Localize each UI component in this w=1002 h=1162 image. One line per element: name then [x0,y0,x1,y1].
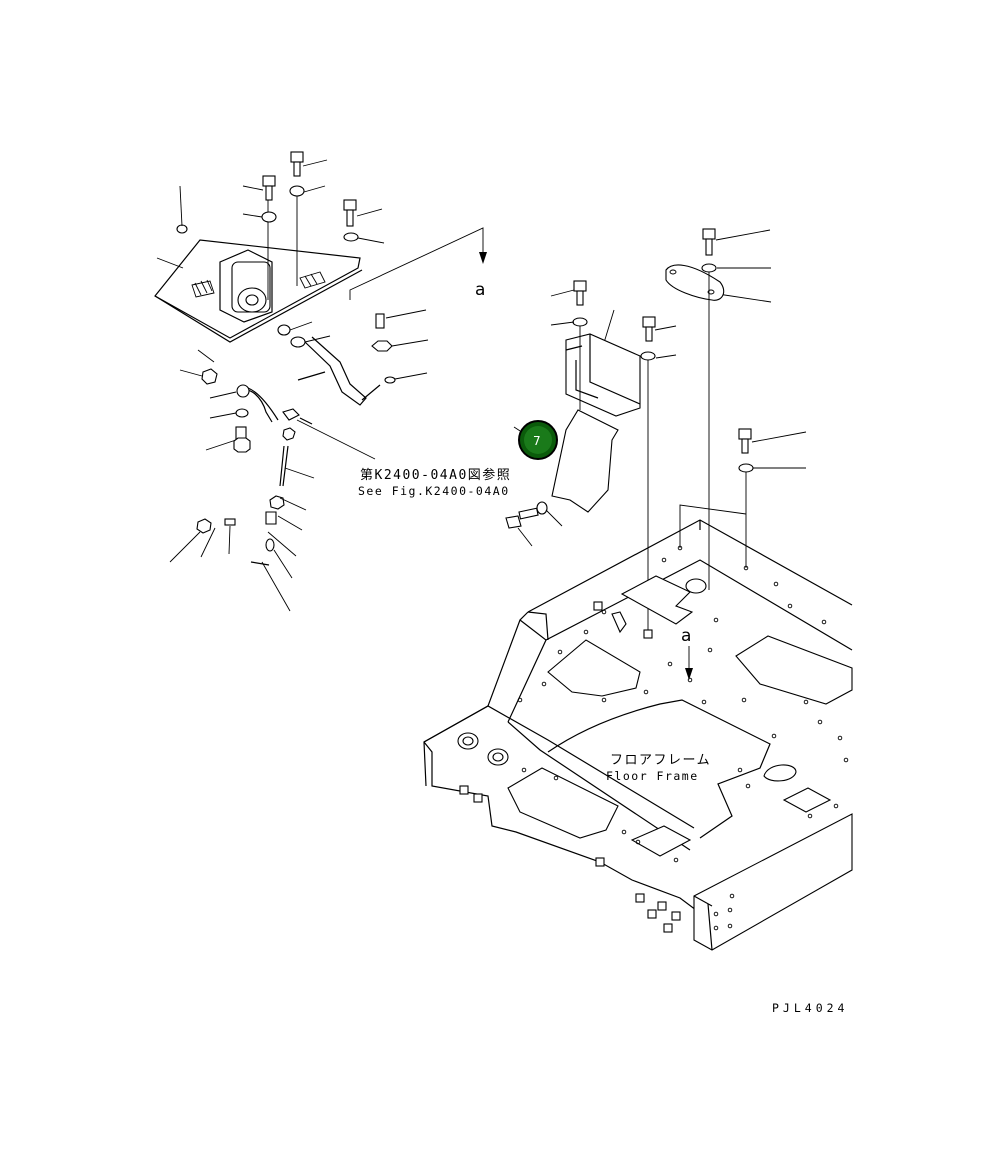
arrow-a-top [349,227,487,300]
callout-number: 7 [533,434,541,448]
arrow-a-bottom [685,646,693,680]
callout-badge: 7 [518,420,558,460]
left-assembly [154,151,429,612]
arrow-label-top: a [475,280,485,300]
floor-frame-label-en: Floor Frame [606,769,699,783]
reference-text-en: See Fig.K2400-04A0 [358,484,510,498]
middle-assembly [505,228,807,630]
floor-frame [423,519,853,951]
reference-text-jp: 第K2400-04A0図参照 [360,467,511,483]
arrow-label-bottom: a [681,626,691,646]
drawing-number: PJL4024 [772,1001,848,1015]
floor-frame-label-jp: フロアフレーム [610,753,711,768]
